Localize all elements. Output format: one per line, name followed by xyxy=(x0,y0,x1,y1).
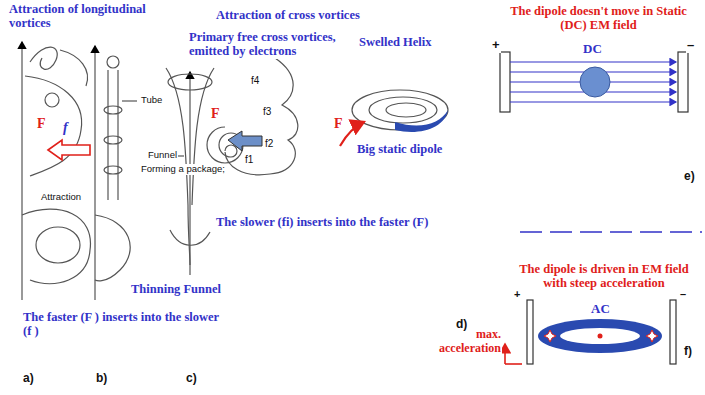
vortex-symbol: f2 xyxy=(264,138,274,150)
dc-field xyxy=(500,52,688,112)
panel-note: The dipole doesn't move in Static (DC) E… xyxy=(505,4,692,33)
swelled-helix xyxy=(340,90,448,146)
dipole-caption: Big static dipole xyxy=(356,142,443,156)
polarity-sign: + xyxy=(513,288,521,301)
part-label: Tube xyxy=(140,95,163,106)
panel-note: The slower (fi) inserts into the faster … xyxy=(215,215,429,229)
vortex-symbol: f1 xyxy=(244,154,254,166)
vortex-caption: Primary free cross vortices, emitted by … xyxy=(188,30,340,59)
field-label: DC xyxy=(582,42,603,57)
panel-letter: e) xyxy=(683,170,696,184)
panel-letter: d) xyxy=(455,318,468,332)
panel-heading: Attraction of longitudinal vortices xyxy=(8,2,170,31)
panel-letter: f) xyxy=(683,345,693,359)
vortex-symbol: F xyxy=(333,116,344,132)
field-label: AC xyxy=(590,302,611,317)
panel-heading: Attraction of cross vortices xyxy=(215,8,361,22)
polarity-sign: + xyxy=(491,38,501,53)
part-label: Attraction xyxy=(40,192,82,203)
part-label: Forming a package; xyxy=(140,164,226,175)
panel-note: The faster (F ) inserts into the slower … xyxy=(22,310,224,339)
acceleration-note: max. acceleration xyxy=(425,328,502,356)
longitudinal-vortex-a xyxy=(22,42,90,300)
part-label: Funnel xyxy=(147,150,178,161)
vortex-symbol: f4 xyxy=(250,75,260,87)
vortex-symbol: F xyxy=(210,106,221,122)
ac-field xyxy=(505,300,676,364)
vortex-symbol: f3 xyxy=(262,106,272,118)
tube-vortex-b xyxy=(95,46,137,300)
helix-caption: Swelled Helix xyxy=(358,35,433,49)
vortex-symbol: f xyxy=(62,120,69,136)
cross-vortex-d xyxy=(207,58,298,175)
polarity-sign: – xyxy=(686,38,695,53)
insert-arrow xyxy=(228,131,262,151)
vortex-symbol: F xyxy=(36,116,47,132)
panel-letter: b) xyxy=(95,372,108,386)
panel-letter: a) xyxy=(22,372,35,386)
funnel-caption: Thinning Funnel xyxy=(130,282,222,296)
panel-letter: c) xyxy=(185,372,198,386)
separator xyxy=(520,231,702,232)
attraction-arrow xyxy=(48,140,90,160)
panel-note: The dipole is driven in EM field with st… xyxy=(508,262,700,291)
polarity-sign: – xyxy=(679,288,687,301)
